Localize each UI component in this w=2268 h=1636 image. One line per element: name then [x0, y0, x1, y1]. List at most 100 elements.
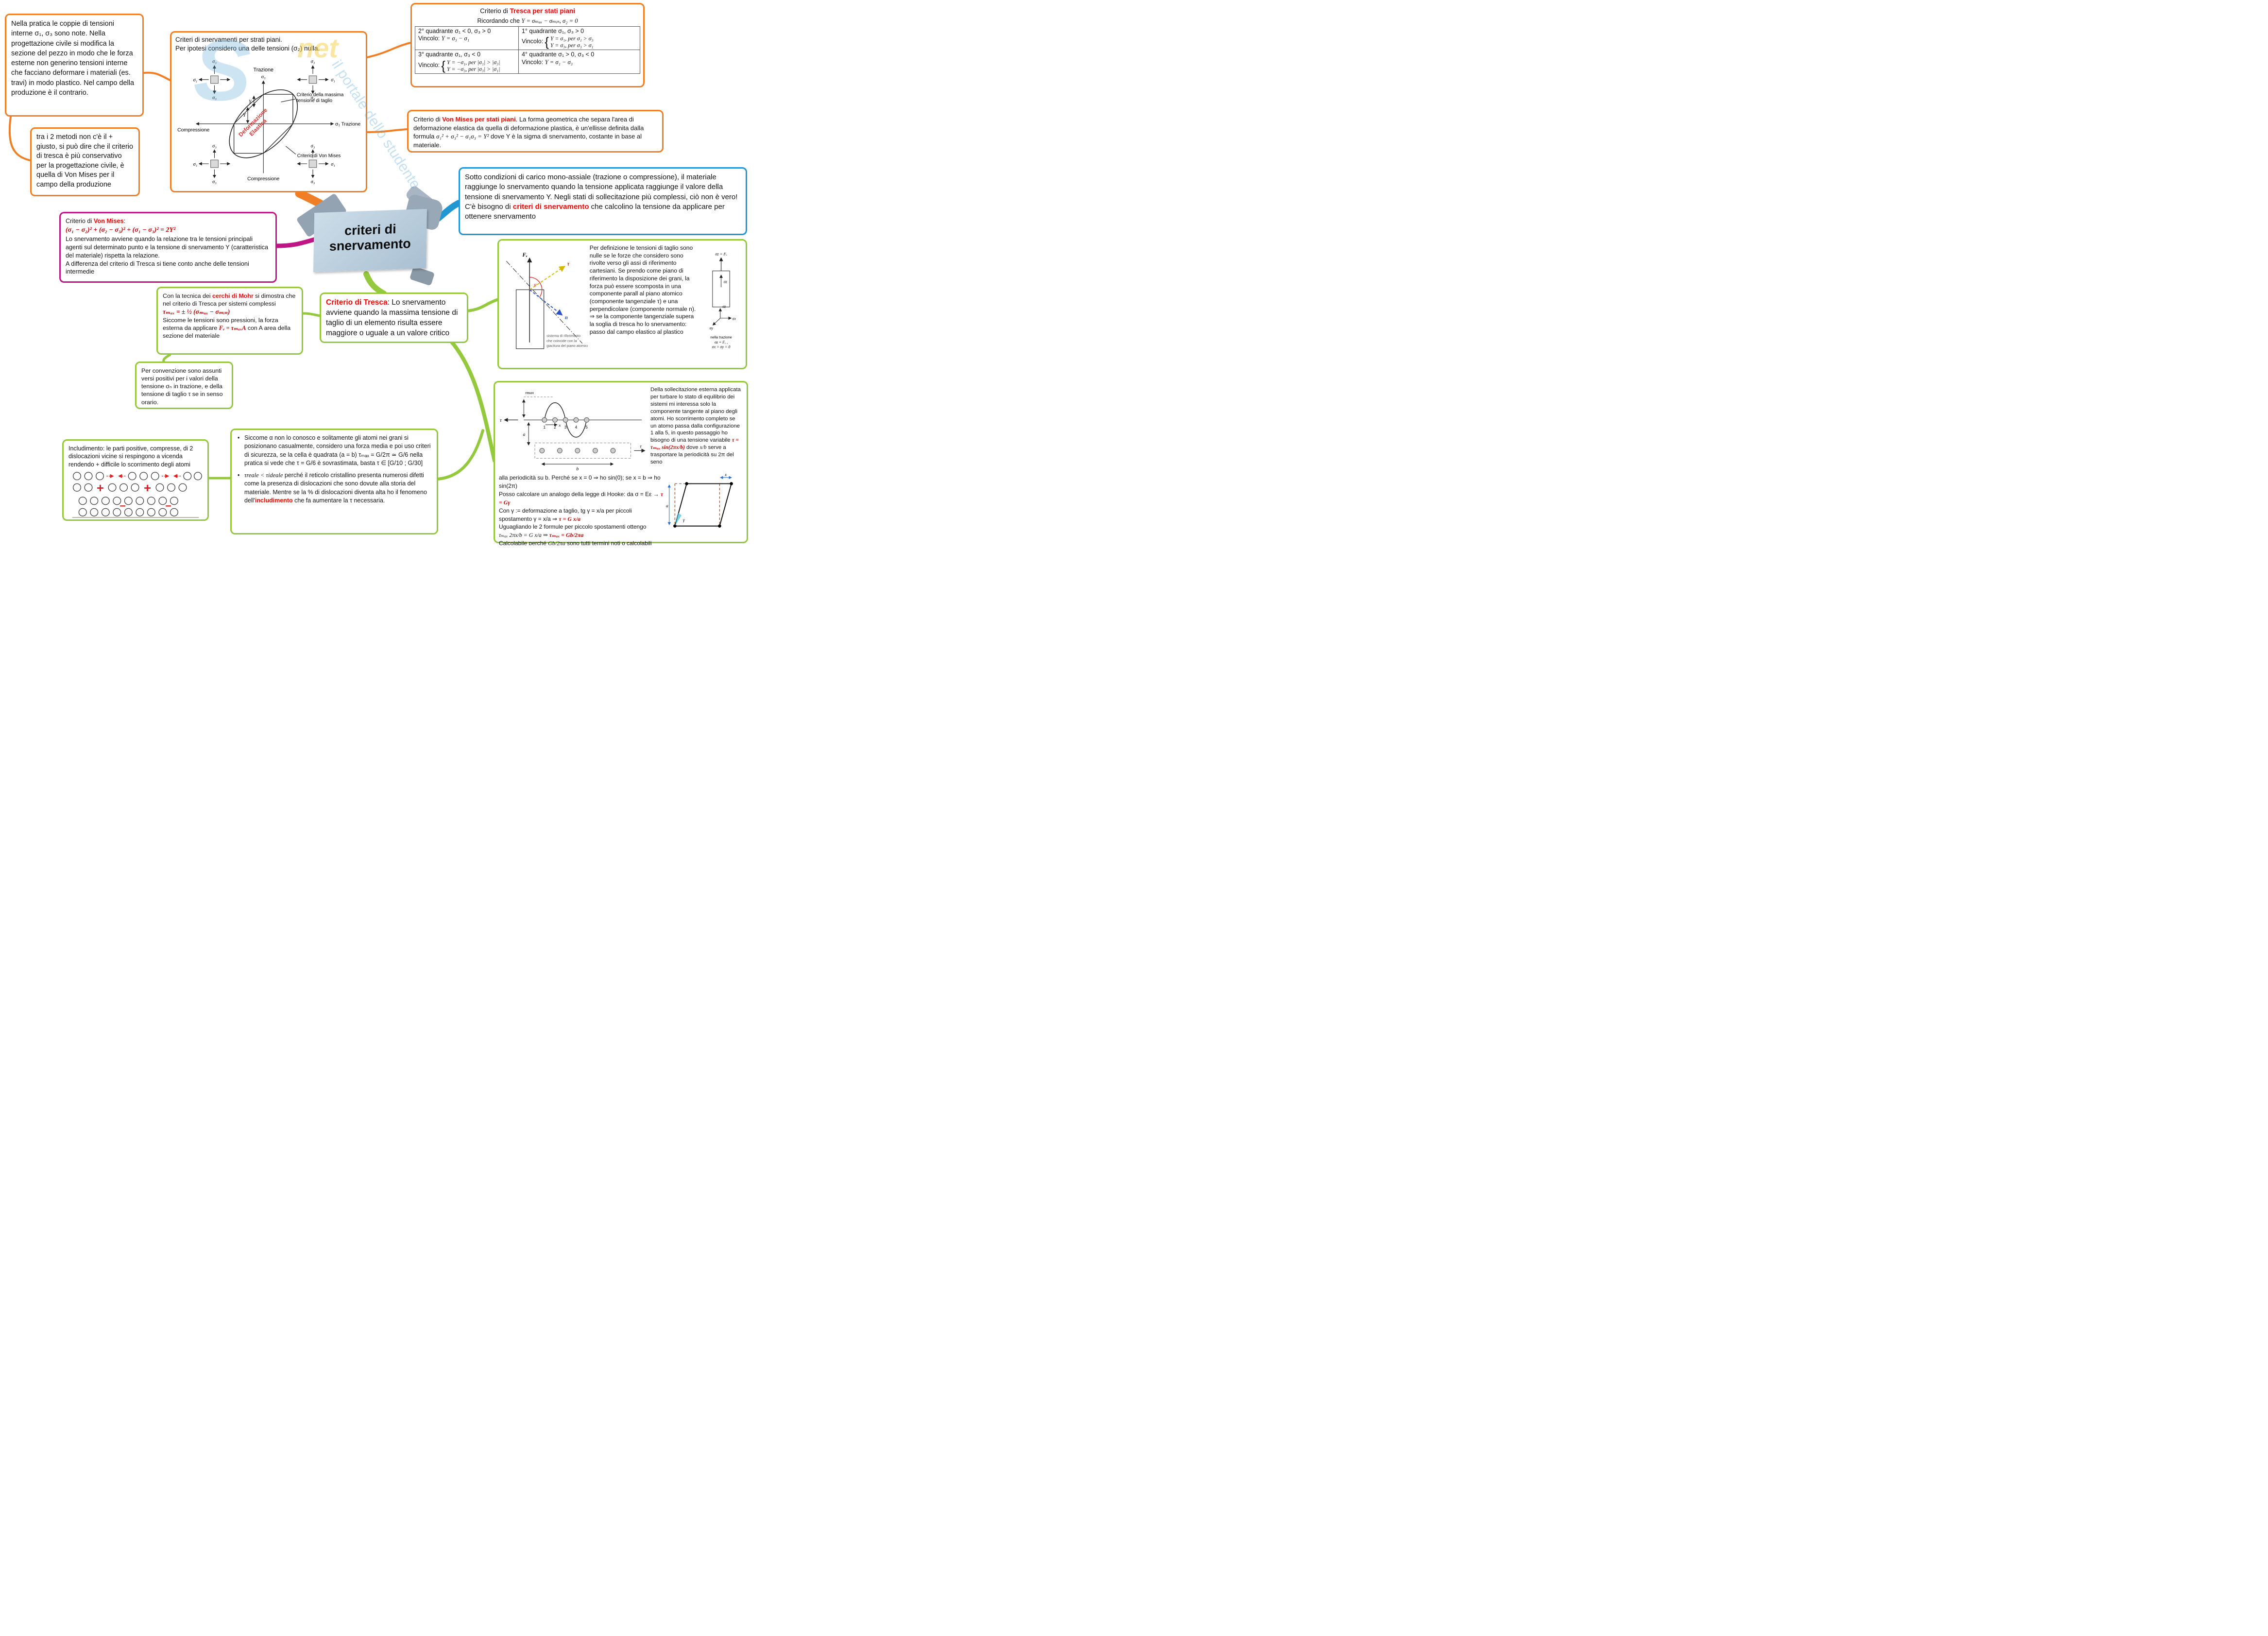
node-tresca-stati-piani[interactable]: Criterio di Tresca per stati piani Ricor…	[410, 3, 645, 87]
y-label: Y	[243, 112, 246, 118]
node-von-mises-piani[interactable]: Criterio di Von Mises per stati piani. L…	[407, 110, 664, 153]
node-text: Per definizione le tensioni di taglio so…	[589, 244, 696, 335]
minus-dislocation-2: −	[165, 499, 171, 512]
cell-q1: 1° quadrante σ₁, σ₃ > 0 Vincolo: {Y = σ₁…	[518, 26, 641, 51]
specimen-rect	[515, 289, 545, 349]
stress-square-top-left: σ₁ σ₃ σ₃	[193, 59, 231, 101]
svg-text:σ₃: σ₃	[311, 95, 315, 101]
cell-q3: 3° quadrante σ₁, σ₃ < 0 Vincolo: {Y = −σ…	[415, 50, 519, 74]
link-center-tresca	[363, 271, 387, 296]
cell-q4: 4° quadrante σ₁ > 0, σ₃ < 0 Vincolo: Y =…	[518, 50, 641, 74]
highlight-includimento: includimento	[255, 497, 293, 504]
tau-arrow	[529, 265, 566, 291]
max-shear-label: Criterio della massima	[297, 92, 344, 98]
node-criterio-tresca[interactable]: Criterio di Tresca: Lo snervamento avvie…	[320, 293, 468, 343]
traction-formula-2: σx = σy = 0	[712, 345, 731, 349]
hooke-formula: τ = Gγ	[499, 490, 664, 506]
node-tra-due-metodi[interactable]: tra i 2 metodi non c'è il + giusto, si p…	[30, 127, 140, 196]
reference-caption-2: che coincide con la	[546, 339, 577, 343]
b-dim-label: b	[576, 466, 579, 472]
atomic-plane-line	[506, 261, 583, 344]
cell-q2: 2° quadrante σ₁ < 0, σ₃ > 0 Vincolo: Y =…	[415, 26, 519, 51]
traction-axes-diagram: σz = Fₑ σz σz σx σy nella trazione σz = …	[710, 252, 736, 349]
von-mises-label: Criterio di Von Mises	[297, 153, 341, 158]
node-text: Nella pratica le coppie di tensioni inte…	[11, 20, 135, 97]
traction-rect	[712, 271, 730, 308]
highlight-criterio-tresca: Criterio di Tresca	[326, 298, 388, 307]
link-strati-piani-von-mises-piani	[366, 128, 408, 133]
reference-caption-3: giacitura del piano atomico	[546, 344, 588, 348]
link-strati-piani-tresca-piani	[366, 42, 411, 58]
svg-text:σ₁: σ₁	[331, 78, 335, 83]
derivation-text: alla periodicità su b. Perché se x = 0 ⇒…	[499, 474, 664, 545]
node-taglio-def[interactable]: Fₑ τ n α sistema di riferimento che coin…	[497, 239, 747, 369]
x-axis-label: x	[558, 423, 561, 428]
highlight-cerchi-mohr: cerchi di Mohr	[212, 293, 254, 299]
node-cerchi-mohr[interactable]: Con la tecnica dei cerchi di Mohr si dim…	[156, 287, 303, 355]
plus-dislocation-2: +	[144, 482, 151, 495]
node-von-mises[interactable]: Criterio di Von Mises: (σ₁ − σ₂)² + (σ₂ …	[59, 212, 277, 283]
tau-reale-formula: τreale < τideale	[244, 472, 283, 479]
minus-dislocation-1: −	[119, 499, 126, 512]
svg-text:σ₃: σ₃	[311, 179, 315, 185]
node-text: Includimento: le parti positive, compres…	[68, 445, 193, 468]
max-shear-leader	[281, 99, 295, 103]
sigma-y-axis-label: σy	[710, 326, 714, 330]
node-title: Criteri di snervamenti per strati piani.	[175, 36, 282, 43]
node-strati-piani[interactable]: Criteri di snervamenti per strati piani.…	[170, 31, 367, 192]
max-shear-label-2: tensione di taglio	[297, 98, 333, 103]
traction-caption: nella trazione	[710, 335, 732, 339]
alpha-arc	[529, 276, 543, 298]
svg-text:4: 4	[575, 425, 578, 430]
table-subtitle-formula: Y = σₘₐₓ − σₘᵢₙ, σ₂ = 0	[521, 17, 578, 24]
table-title-prefix: Criterio di	[480, 7, 510, 15]
highlight-criteri-snervamento: criteri di snervamento	[512, 202, 589, 211]
tau-right-label: τ	[640, 444, 642, 449]
sigma-z-fe-label: σz = Fₑ	[715, 252, 727, 257]
trazione-top-label: Trazione	[254, 67, 273, 73]
svg-text:σ₃: σ₃	[212, 95, 217, 101]
gamma-label: γ	[683, 517, 685, 523]
a-side-label: a	[666, 503, 668, 509]
traction-formula-1: σz = Fₑ ,	[715, 340, 728, 344]
svg-text:σ₃: σ₃	[212, 144, 217, 149]
node-nella-pratica[interactable]: Nella pratica le coppie di tensioni inte…	[5, 14, 144, 117]
sigma-z-axis-label: σz	[722, 305, 726, 309]
lower-atom-row	[534, 443, 631, 459]
svg-text:3: 3	[564, 425, 567, 430]
node-sicurezza[interactable]: Siccome α non lo conosco e solitamente g…	[230, 429, 438, 534]
svg-text:σ₁: σ₁	[193, 78, 198, 83]
tau-max-formula: τₘₐₓ = ± ½ (σₘₐₓ − σₘᵢₙ)	[163, 308, 230, 316]
map-title: criteri di snervamento	[329, 222, 411, 254]
central-node[interactable]: criteri di snervamento	[296, 184, 444, 286]
svg-text:σ₃: σ₃	[311, 59, 315, 65]
node-text: tra i 2 metodi non c'è il + giusto, si p…	[36, 133, 134, 189]
tau-label: τ	[567, 261, 570, 267]
stress-square-top-right: σ₁ σ₃ σ₃	[297, 59, 335, 101]
svg-text:σ₁: σ₁	[193, 162, 198, 167]
node-scorrimento[interactable]: τ τmax 1 2 3 4 5 x a b	[494, 381, 748, 545]
compressione-left-label: Compressione	[177, 128, 209, 133]
gamma-formula: τ = G x/a	[559, 515, 581, 522]
shear-parallelogram-diagram: γ x a	[666, 472, 733, 528]
paper-fold-bottom-right	[409, 266, 435, 286]
yield-criteria-diagram: Y Y Trazione σ₃ Compressione σ₁ Trazione…	[177, 59, 361, 185]
sigma1-trazione-label: σ₁ Trazione	[335, 122, 361, 127]
link-sicurezza-trunk	[436, 429, 484, 481]
link-tresca-taglio-def	[466, 298, 500, 312]
svg-text:σ₁: σ₁	[331, 162, 335, 167]
svg-text:1: 1	[543, 425, 546, 430]
node-text: Della sollecitazione esterna applicata p…	[650, 387, 741, 465]
a-dim-label: a	[523, 432, 525, 437]
node-includimento[interactable]: Includimento: le parti positive, compres…	[62, 439, 209, 521]
compressione-bottom-label: Compressione	[247, 176, 279, 182]
node-mono-assiale[interactable]: Sotto condizioni di carico mono-assiale …	[459, 167, 747, 235]
von-mises-formula: (σ₁ − σ₂)² + (σ₂ − σ₃)² + (σ₁ − σ₃)² = 2…	[66, 226, 176, 234]
svg-text:σ₃: σ₃	[212, 179, 217, 185]
highlight-von-mises-piani: Von Mises per stati piani	[442, 116, 516, 123]
node-convenzione[interactable]: Per convenzione sono assunti versi posit…	[135, 362, 233, 409]
fe-formula: Fₑ = τₘₐₓA	[219, 324, 246, 331]
tau-max-label: τmax	[525, 390, 534, 395]
von-mises-leader	[285, 146, 296, 155]
dislocation-diagram: + + − −	[72, 471, 202, 518]
